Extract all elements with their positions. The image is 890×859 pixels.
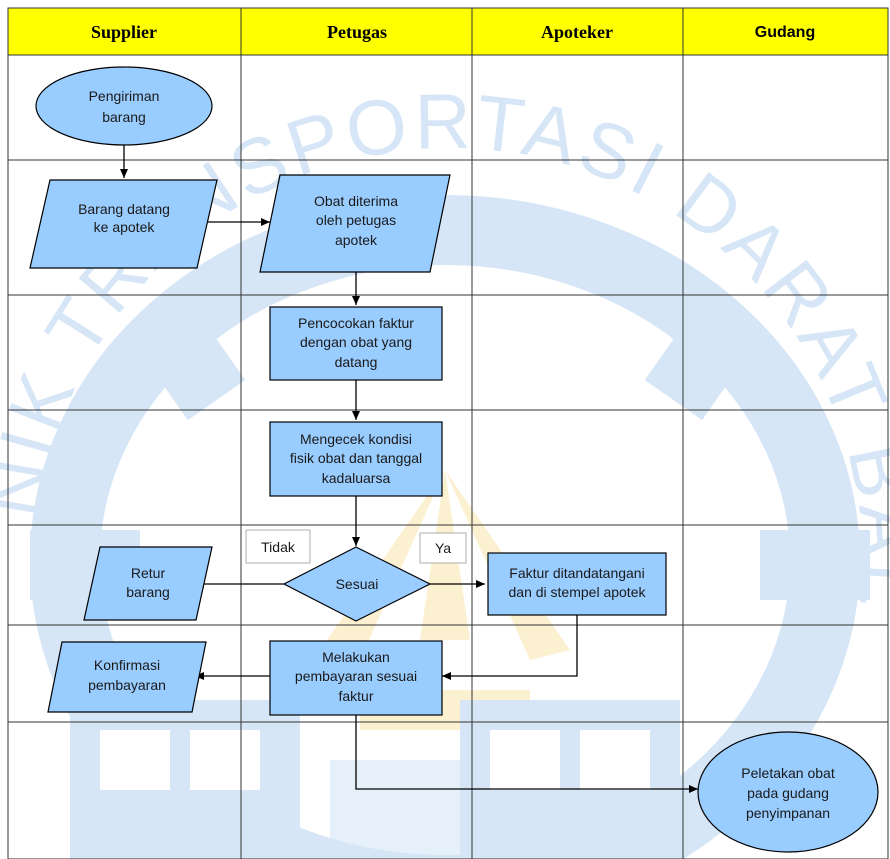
node-pencocokan-line-3: datang <box>335 354 378 370</box>
node-retur-barang: Retur barang <box>83 546 213 621</box>
node-peletakan-line-1: Peletakan obat <box>741 765 835 781</box>
node-obat-diterima: Obat diterima oleh petugas apotek <box>259 174 451 273</box>
node-melakukan-pembayaran: Melakukan pembayaran sesuai faktur <box>269 640 443 716</box>
decision-sesuai: Sesuai <box>282 546 432 622</box>
node-obat-line-3: apotek <box>335 232 378 248</box>
node-melakukan-line-2: pembayaran sesuai <box>295 668 417 684</box>
arrow-faktur-to-melakukan <box>442 615 578 680</box>
lane-header-petugas: Petugas <box>327 22 387 42</box>
node-pencocokan-line-2: dengan obat yang <box>300 334 412 350</box>
node-mengecek-kondisi: Mengecek kondisi fisik obat dan tanggal … <box>269 421 443 497</box>
node-barang-datang: Barang datang ke apotek <box>29 179 218 269</box>
node-pencocokan-line-1: Pencocokan faktur <box>298 315 414 331</box>
label-tidak: Tidak <box>261 539 296 555</box>
node-melakukan-line-1: Melakukan <box>322 649 390 665</box>
node-konfirmasi-pembayaran: Konfirmasi pembayaran <box>47 641 207 713</box>
node-pengiriman-line-2: barang <box>102 109 146 125</box>
node-obat-line-2: oleh petugas <box>316 212 396 228</box>
node-konfirmasi-line-1: Konfirmasi <box>94 657 160 673</box>
node-peletakan-obat: Peletakan obat pada gudang penyimpanan <box>697 731 879 853</box>
lane-grid <box>7 7 889 859</box>
arrow-melakukan-to-peletakan <box>355 715 698 793</box>
label-tidak-box: Tidak <box>245 529 311 564</box>
lane-header-apoteker: Apoteker <box>541 22 613 42</box>
node-barang-line-2: ke apotek <box>94 219 156 235</box>
lane-header-gudang: Gudang <box>755 24 815 41</box>
label-ya: Ya <box>435 540 451 556</box>
node-melakukan-line-3: faktur <box>338 688 373 704</box>
node-mengecek-line-2: fisik obat dan tanggal <box>290 450 422 466</box>
label-ya-box: Ya <box>419 532 467 564</box>
node-peletakan-line-3: penyimpanan <box>746 805 830 821</box>
node-retur-line-1: Retur <box>131 565 166 581</box>
node-obat-line-1: Obat diterima <box>314 193 398 209</box>
node-retur-line-2: barang <box>126 584 170 600</box>
node-pengiriman-barang: Pengiriman barang <box>35 66 213 146</box>
node-mengecek-line-3: kadaluarsa <box>322 470 391 486</box>
node-mengecek-line-1: Mengecek kondisi <box>300 431 412 447</box>
node-faktur-ditandatangani: Faktur ditandatangani dan di stempel apo… <box>487 552 667 616</box>
header-row <box>8 8 888 55</box>
node-barang-line-1: Barang datang <box>78 201 170 217</box>
node-peletakan-line-2: pada gudang <box>747 785 829 801</box>
lane-header-supplier: Supplier <box>91 22 157 42</box>
node-faktur-line-1: Faktur ditandatangani <box>509 565 644 581</box>
node-faktur-line-2: dan di stempel apotek <box>509 584 647 600</box>
decision-sesuai-label: Sesuai <box>336 576 379 592</box>
node-pengiriman-line-1: Pengiriman <box>89 88 160 104</box>
node-pencocokan-faktur: Pencocokan faktur dengan obat yang datan… <box>269 306 443 381</box>
node-konfirmasi-line-2: pembayaran <box>88 677 166 693</box>
connectors <box>120 145 698 793</box>
